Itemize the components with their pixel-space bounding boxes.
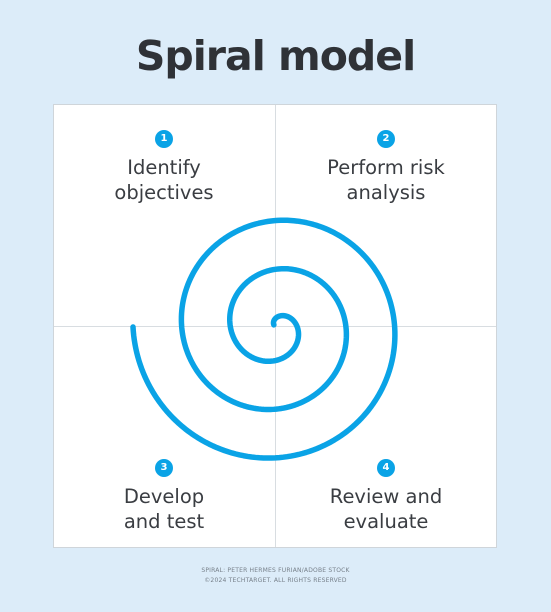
- quadrant-label-line: objectives: [114, 181, 214, 204]
- quadrant-review-and-evaluate: 4 Review and evaluate: [276, 457, 496, 534]
- quadrant-perform-risk-analysis: 2 Perform risk analysis: [276, 128, 496, 205]
- quadrant-label-line: Perform risk: [327, 156, 445, 179]
- quadrant-label-line: Develop: [123, 485, 205, 508]
- diagram-panel: 1 Identify objectives 2 Perform risk ana…: [53, 104, 497, 548]
- copyright-notice: ©2024 TECHTARGET. ALL RIGHTS RESERVED: [204, 577, 347, 584]
- quadrant-label-line: Review and: [329, 485, 443, 508]
- quadrant-label-line: evaluate: [343, 510, 429, 533]
- step-badge-2: 2: [377, 130, 395, 148]
- quadrant-label: Perform risk analysis: [276, 155, 496, 205]
- spiral-diagram: [130, 217, 398, 461]
- quadrant-develop-and-test: 3 Develop and test: [54, 457, 274, 534]
- spiral-curve: [130, 217, 398, 461]
- image-credit: SPIRAL: PETER HERMES FURIAN/ADOBE STOCK: [201, 567, 350, 574]
- quadrant-label: Review and evaluate: [276, 484, 496, 534]
- quadrant-label-line: and test: [123, 510, 205, 533]
- quadrant-label-line: analysis: [346, 181, 426, 204]
- page-title: Spiral model: [135, 32, 416, 80]
- step-badge-4: 4: [377, 459, 395, 477]
- step-badge-1: 1: [155, 130, 173, 148]
- quadrant-identify-objectives: 1 Identify objectives: [54, 128, 274, 205]
- quadrant-label: Develop and test: [54, 484, 274, 534]
- quadrant-label-line: Identify: [127, 156, 201, 179]
- step-badge-3: 3: [155, 459, 173, 477]
- quadrant-label: Identify objectives: [54, 155, 274, 205]
